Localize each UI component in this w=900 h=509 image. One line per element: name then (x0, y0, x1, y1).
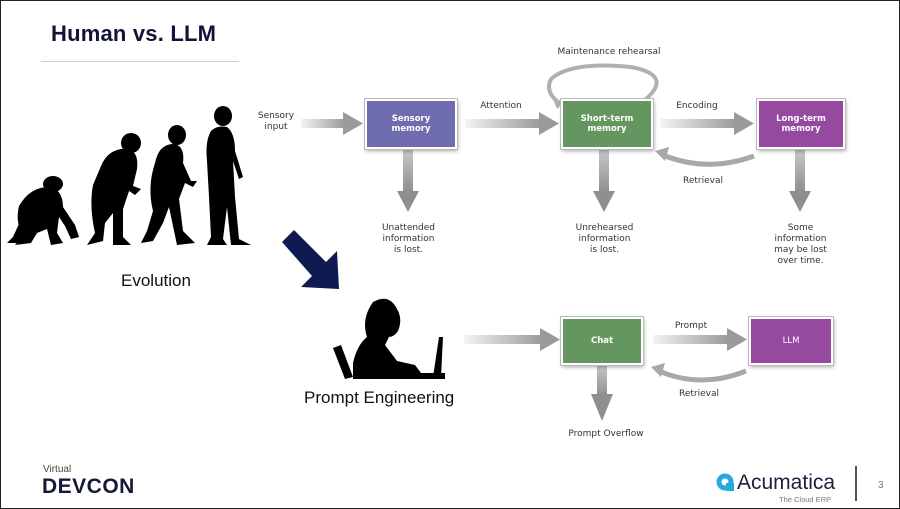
encoding-arrow (660, 112, 754, 135)
long-term-loss-label: Some information may be lost over time. (774, 223, 827, 266)
long-term-loss-arrow (789, 149, 811, 212)
unrehearsed-loss-label: Unrehearsed information is lost. (575, 223, 634, 255)
llm-retrieval-arrow (651, 363, 747, 383)
prompt-input-arrow (464, 328, 560, 351)
sensory-memory-box: Sensory memory (365, 99, 457, 149)
ape-silhouette-icon (7, 176, 79, 245)
unattended-loss-arrow (397, 149, 419, 212)
acumatica-brand-name: Acumatica (737, 471, 836, 494)
attention-arrow (465, 112, 559, 135)
transition-arrow-icon (282, 230, 339, 289)
sensory-input-label: Sensory input (257, 111, 295, 132)
evolution-silhouettes-icon (7, 106, 251, 245)
prompt-label: Prompt (674, 321, 708, 331)
person-at-laptop-icon (333, 298, 445, 379)
prompt-engineering-caption: Prompt Engineering (304, 388, 455, 407)
page-number: 3 (878, 480, 884, 491)
attention-label: Attention (480, 101, 522, 111)
slide-title: Human vs. LLM (51, 21, 217, 46)
human-silhouette-icon (206, 106, 251, 245)
acumatica-tagline: The Cloud ERP (779, 495, 832, 504)
devcon-logo: DEVCON (42, 475, 135, 498)
encoding-label: Encoding (676, 101, 718, 111)
devcon-virtual-label: Virtual (43, 464, 72, 475)
llm-retrieval-label: Retrieval (679, 389, 719, 399)
sensory-input-arrow (301, 112, 363, 135)
unrehearsed-loss-arrow (593, 149, 615, 212)
short-term-memory-box: Short-term memory (561, 99, 653, 149)
prompt-overflow-label: Prompt Overflow (568, 429, 644, 439)
prompt-overflow-arrow (591, 364, 613, 421)
chat-box: Chat (561, 317, 643, 365)
retrieval-arrow (655, 147, 755, 167)
prompt-arrow (653, 328, 747, 351)
footer-divider (855, 466, 857, 501)
evolution-caption: Evolution (121, 271, 191, 290)
long-term-memory-box: Long-term memory (757, 99, 845, 149)
llm-box: LLM (749, 317, 833, 365)
unattended-loss-label: Unattended information is lost. (381, 223, 436, 255)
acumatica-logo-icon (716, 473, 734, 491)
retrieval-label: Retrieval (683, 176, 723, 186)
title-underline (41, 61, 239, 62)
hominid-silhouette-icon (141, 125, 197, 245)
maintenance-rehearsal-label: Maintenance rehearsal (557, 47, 661, 57)
early-human-silhouette-icon (87, 133, 141, 245)
